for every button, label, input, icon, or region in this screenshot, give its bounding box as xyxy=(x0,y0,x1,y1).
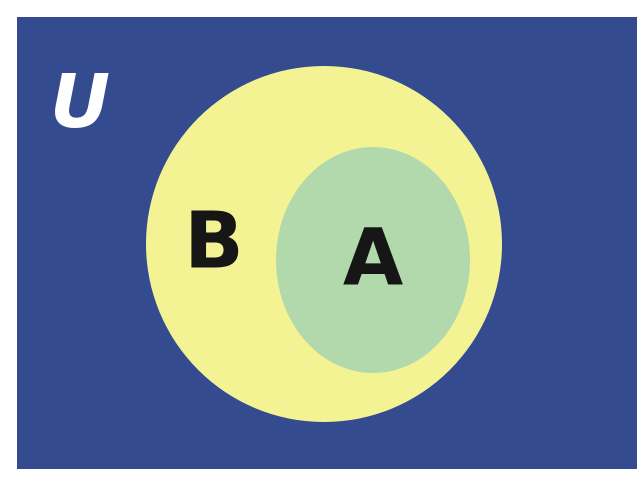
set-b-label: B xyxy=(184,196,243,286)
universe-label: U xyxy=(50,59,110,145)
set-a-label: A xyxy=(343,213,403,303)
set-a-ellipse xyxy=(276,147,470,373)
